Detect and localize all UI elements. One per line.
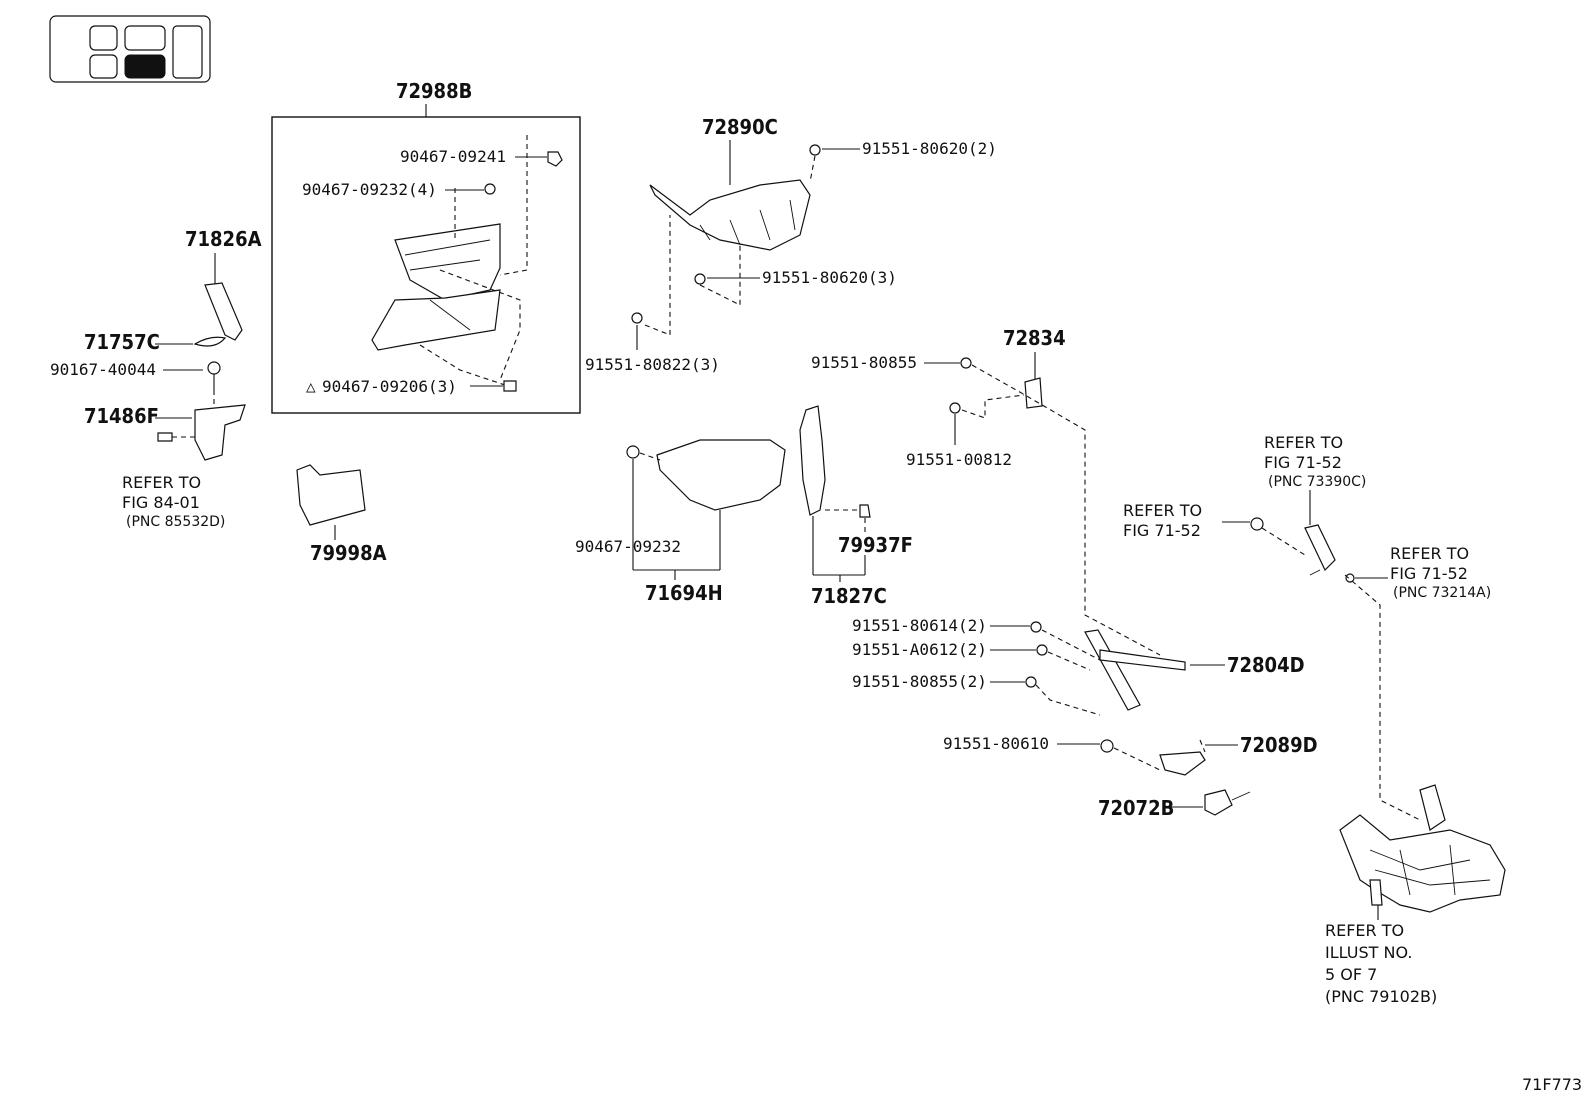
part-71486F-shape [194, 404, 246, 461]
seat-position-icon [49, 15, 211, 83]
part-72890C-shape [649, 179, 811, 251]
ref-illust-line3: 5 OF 7 [1325, 965, 1377, 984]
ref-71-52-b-line2: FIG 71-52 [1123, 521, 1201, 540]
label-91551-A0612-2: 91551-A0612(2) [852, 640, 987, 659]
label-91551-80620-3: 91551-80620(3) [762, 268, 897, 287]
part-72072B-shape [1204, 789, 1233, 816]
label-72804D: 72804D [1227, 653, 1305, 677]
label-71827C: 71827C [811, 584, 887, 608]
clip-icon [484, 151, 563, 392]
label-91551-80822-3: 91551-80822(3) [585, 355, 720, 374]
label-79937F: 79937F [838, 533, 913, 557]
ref-71-52-c-line1: REFER TO [1390, 544, 1469, 563]
label-90467-09206-3: 90467-09206(3) [322, 377, 457, 396]
label-90467-09241: 90467-09241 [400, 147, 506, 166]
part-71827C-shape [799, 405, 826, 516]
label-91551-80620-2: 91551-80620(2) [862, 139, 997, 158]
part-71757C-shape [193, 336, 227, 347]
part-72804D-shape [1084, 629, 1141, 711]
ref-71-52-c-line2: FIG 71-52 [1390, 564, 1468, 583]
ref-71-52-a-line3: (PNC 73390C) [1268, 474, 1366, 490]
label-72988B: 72988B [396, 79, 472, 103]
seat-frame-assembly [1339, 784, 1506, 913]
label-72890C: 72890C [702, 115, 778, 139]
label-90467-09232: 90467-09232 [575, 537, 681, 556]
part-71694H-shape [656, 439, 786, 511]
part-79998A-shape [296, 464, 366, 526]
label-72089D: 72089D [1240, 733, 1318, 757]
figure-id: 71F773 [1522, 1075, 1582, 1094]
part-72834-shape [1024, 377, 1043, 409]
label-91551-80614-2: 91551-80614(2) [852, 616, 987, 635]
ref-illust-line4: (PNC 79102B) [1325, 987, 1437, 1006]
label-71826A: 71826A [185, 227, 262, 251]
label-79998A: 79998A [310, 541, 387, 565]
label-71694H: 71694H [645, 581, 723, 605]
ref-illust-line2: ILLUST NO. [1325, 943, 1412, 962]
label-90467-09232-4: 90467-09232(4) [302, 180, 437, 199]
ref-71-52-c-line3: (PNC 73214A) [1393, 585, 1491, 601]
label-91551-80610: 91551-80610 [943, 734, 1049, 753]
ref-71-52-a-line1: REFER TO [1264, 433, 1343, 452]
label-71486F: 71486F [84, 404, 159, 428]
note-triangle-icon: △ [306, 377, 316, 396]
ref-84-01-line1: REFER TO [122, 473, 201, 492]
part-72089D-shape [1159, 751, 1206, 776]
ref-71-52-b-line1: REFER TO [1123, 501, 1202, 520]
part-71826A-shape [204, 282, 243, 341]
ref-84-01-line2: FIG 84-01 [122, 493, 200, 512]
label-91551-00812: 91551-00812 [906, 450, 1012, 469]
label-91551-80855: 91551-80855 [811, 353, 917, 372]
part-72988B-shape [371, 135, 528, 386]
ref-71-52-a-line2: FIG 71-52 [1264, 453, 1342, 472]
label-90167-40044: 90167-40044 [50, 360, 156, 379]
label-72834: 72834 [1003, 326, 1066, 350]
label-71757C: 71757C [84, 330, 160, 354]
label-72072B: 72072B [1098, 796, 1174, 820]
label-91551-80855-2: 91551-80855(2) [852, 672, 987, 691]
ref-84-01-line3: (PNC 85532D) [126, 514, 225, 530]
part-73390C-shape [1304, 524, 1336, 572]
ref-illust-line1: REFER TO [1325, 921, 1404, 940]
